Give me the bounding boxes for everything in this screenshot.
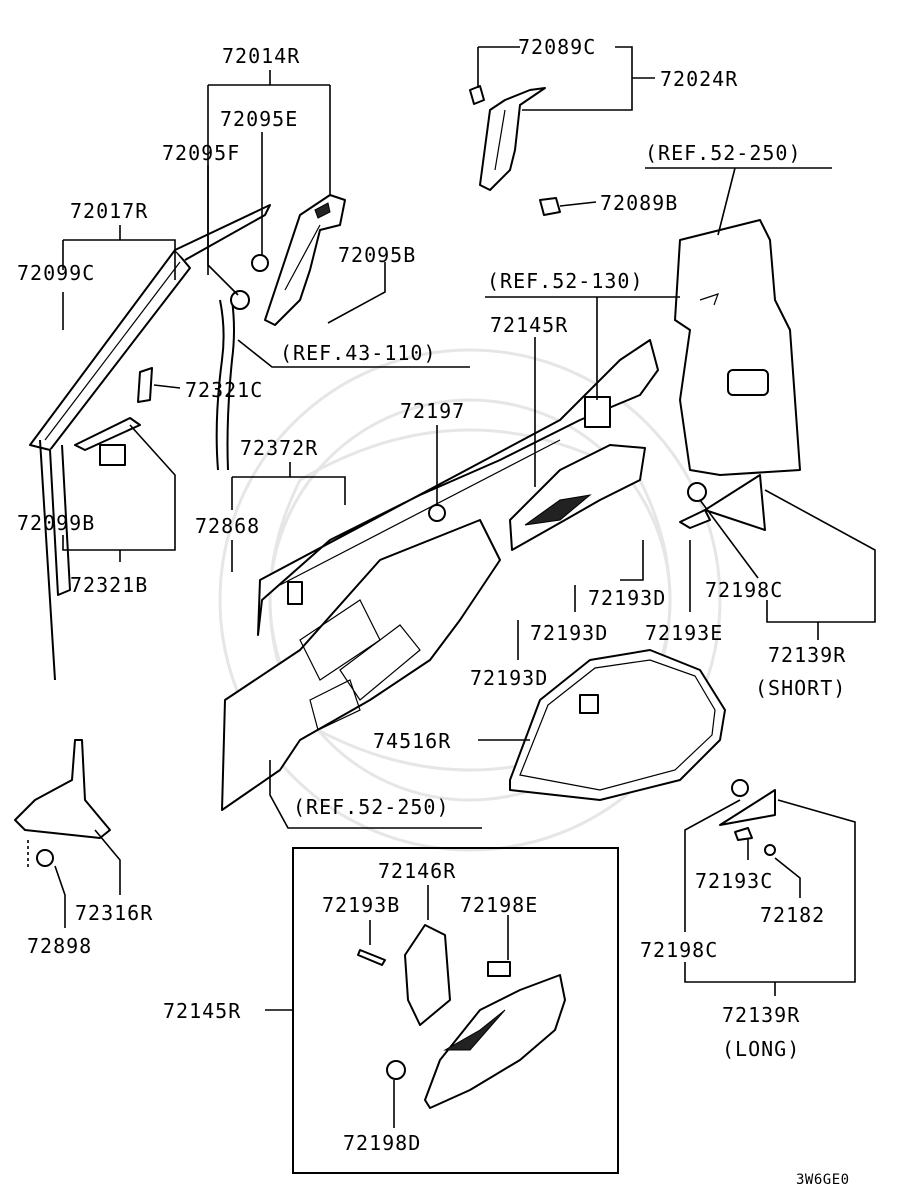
label-72372r: 72372R (240, 436, 318, 460)
label-74516r: 74516R (373, 729, 451, 753)
a-pillar-trim (29, 204, 271, 681)
label-72193d-c: 72193D (470, 666, 548, 690)
label-ref-52-250-lower: (REF.52-250) (293, 795, 450, 819)
label-72145r-top: 72145R (490, 313, 568, 337)
label-72316r: 72316R (75, 901, 153, 925)
upper-trim-72024r (469, 85, 561, 216)
label-72197: 72197 (400, 399, 465, 423)
label-72139r-long: 72139R (722, 1003, 800, 1027)
quarter-panel-72372r (257, 339, 659, 636)
wheelhouse-cover (509, 649, 726, 801)
label-ref-52-250-upper: (REF.52-250) (645, 141, 802, 165)
label-72089c: 72089C (518, 35, 596, 59)
drawing-code: 3W6GE0 (796, 1172, 850, 1187)
label-72095b: 72095B (338, 243, 416, 267)
label-72099c: 72099C (17, 261, 95, 285)
label-72198c-b: 72198C (640, 938, 718, 962)
label-72193d-b: 72193D (530, 621, 608, 645)
label-72193c: 72193C (695, 869, 773, 893)
detail-pocket (357, 924, 566, 1109)
label-72146r: 72146R (378, 859, 456, 883)
lower-corner-trim (14, 739, 111, 867)
label-72099b: 72099B (17, 511, 95, 535)
label-72089b: 72089B (600, 191, 678, 215)
label-72095e: 72095E (220, 107, 298, 131)
pocket-72145r (428, 444, 646, 551)
label-72321b: 72321B (70, 573, 148, 597)
label-72198d: 72198D (343, 1131, 421, 1155)
label-short: (SHORT) (755, 676, 846, 700)
long-bracket (719, 779, 776, 856)
label-72182: 72182 (760, 903, 825, 927)
label-72321c: 72321C (185, 378, 263, 402)
label-72198c-a: 72198C (705, 578, 783, 602)
label-72024r: 72024R (660, 67, 738, 91)
label-72898: 72898 (27, 934, 92, 958)
label-ref-43-110: (REF.43-110) (280, 341, 437, 365)
label-72014r: 72014R (222, 44, 300, 68)
label-ref-52-130: (REF.52-130) (487, 269, 644, 293)
label-72198e: 72198E (460, 893, 538, 917)
label-72193e: 72193E (645, 621, 723, 645)
part-labels: 72014R 72095E 72095F 72095B 72017R 72099… (17, 35, 850, 1187)
label-72145r-box: 72145R (163, 999, 241, 1023)
label-72017r: 72017R (70, 199, 148, 223)
weatherstrip (215, 299, 235, 471)
leader-lines (27, 46, 876, 1128)
label-72095f: 72095F (162, 141, 240, 165)
center-pillar-trim (230, 194, 346, 326)
label-72193d-a: 72193D (588, 586, 666, 610)
label-72868: 72868 (195, 514, 260, 538)
label-72193b: 72193B (322, 893, 400, 917)
quarter-trim-panel (674, 219, 801, 531)
label-72139r-short: 72139R (768, 643, 846, 667)
label-long: (LONG) (722, 1037, 800, 1061)
